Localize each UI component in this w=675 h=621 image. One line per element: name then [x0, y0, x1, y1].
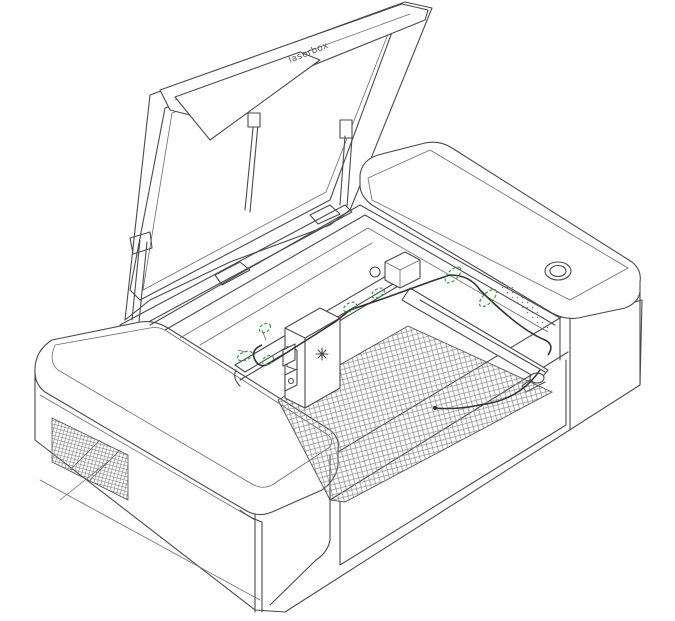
hinge-bracket [214, 261, 251, 286]
honeycomb-work-bed [277, 325, 554, 503]
side-vent-dots [500, 280, 550, 330]
rear-motor [384, 251, 421, 289]
air-assist-cable [434, 369, 541, 410]
laser-head [282, 307, 341, 409]
power-button-icon [544, 261, 572, 281]
lid: laserbox [119, 1, 433, 334]
lid-hinge-left-top [247, 112, 261, 128]
lid-hinge-right-top [339, 119, 353, 139]
cable-chain [237, 274, 552, 410]
laser-warning-icon [315, 347, 329, 361]
highlight-markers [236, 266, 498, 366]
laser-nozzle [284, 368, 298, 392]
right-rear-block [359, 141, 641, 431]
side-vent-grille [51, 417, 129, 501]
